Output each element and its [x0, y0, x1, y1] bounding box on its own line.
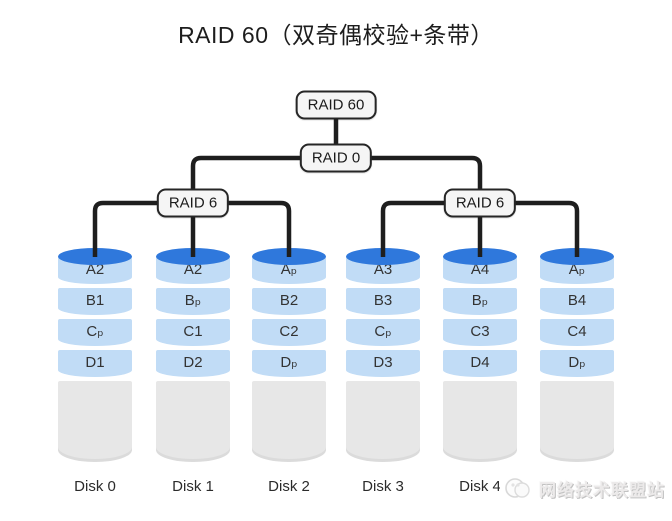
- node-raid0: RAID 0: [299, 143, 373, 173]
- disk-label: Disk 3: [362, 478, 404, 495]
- disk-block: B2: [252, 288, 326, 315]
- disk-block: B1: [58, 288, 132, 315]
- disk-platter-icon: [443, 248, 517, 265]
- disk-free-space: [443, 381, 517, 462]
- disk-block: Aₚ: [252, 257, 326, 284]
- disk-free-space: [252, 381, 326, 462]
- disk-free-space: [346, 381, 420, 462]
- watermark: 网络技术联盟站: [500, 472, 669, 504]
- disk-platter-icon: [252, 248, 326, 265]
- node-raid6-right: RAID 6: [443, 188, 517, 218]
- edge-raid0-raid6-right: [368, 155, 483, 190]
- node-raid6-left: RAID 6: [156, 188, 230, 218]
- disk-free-space: [540, 381, 614, 462]
- disk-2: Aₚ B2 C2 Dₚ Disk 2: [252, 248, 326, 495]
- disk-label: Disk 1: [172, 478, 214, 495]
- disk-platter-icon: [346, 248, 420, 265]
- disk-5: Aₚ B4 C4 Dₚ: [540, 248, 614, 462]
- watermark-logo-icon: [505, 478, 530, 498]
- disk-block: B4: [540, 288, 614, 315]
- disk-block: Bₚ: [156, 288, 230, 315]
- disk-block: Bₚ: [443, 288, 517, 315]
- disk-label: Disk 4: [459, 478, 501, 495]
- disk-block: C1: [156, 319, 230, 346]
- disk-label: Disk 0: [74, 478, 116, 495]
- disk-label: Disk 2: [268, 478, 310, 495]
- diagram-title: RAID 60（双奇偶校验+条带）: [178, 22, 494, 48]
- disk-block: D1: [58, 350, 132, 377]
- disk-platter-icon: [58, 248, 132, 265]
- disk-block: C3: [443, 319, 517, 346]
- disk-block: D3: [346, 350, 420, 377]
- disk-4: A4 Bₚ C3 D4 Disk 4: [443, 248, 517, 495]
- disk-platter-icon: [156, 248, 230, 265]
- disk-block: C2: [252, 319, 326, 346]
- disk-block: Cₚ: [58, 319, 132, 346]
- node-raid60: RAID 60: [295, 90, 377, 120]
- disk-free-space: [156, 381, 230, 462]
- disk-block: Dₚ: [540, 350, 614, 377]
- disk-block: C4: [540, 319, 614, 346]
- watermark-text: 网络技术联盟站: [539, 480, 665, 500]
- disk-block: B3: [346, 288, 420, 315]
- disk-3: A3 B3 Cₚ D3 Disk 3: [346, 248, 420, 495]
- disk-block: D4: [443, 350, 517, 377]
- disk-block: Dₚ: [252, 350, 326, 377]
- disk-0: A2 B1 Cₚ D1 Disk 0: [58, 248, 132, 495]
- disk-block: Cₚ: [346, 319, 420, 346]
- disk-block: D2: [156, 350, 230, 377]
- edge-raid0-raid6-left: [190, 155, 304, 190]
- disk-platter-icon: [540, 248, 614, 265]
- disk-free-space: [58, 381, 132, 462]
- disk-1: A2 Bₚ C1 D2 Disk 1: [156, 248, 230, 495]
